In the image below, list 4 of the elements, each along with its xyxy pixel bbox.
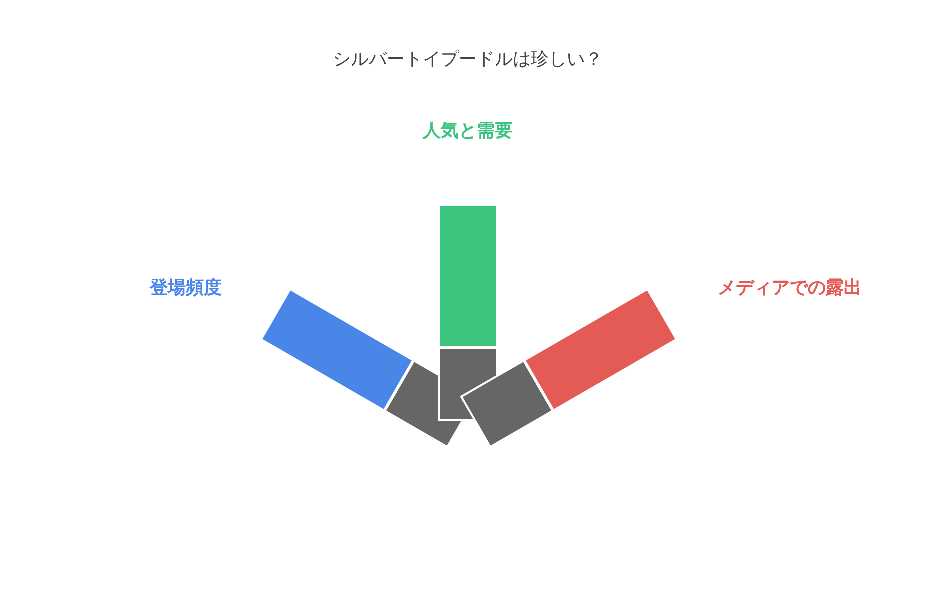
- category-label: メディアでの露出: [718, 276, 862, 300]
- category-label: 人気と需要: [423, 120, 513, 144]
- title: シルバートイプードルは珍しい？: [332, 48, 604, 72]
- category-label: 登場頻度: [150, 276, 222, 300]
